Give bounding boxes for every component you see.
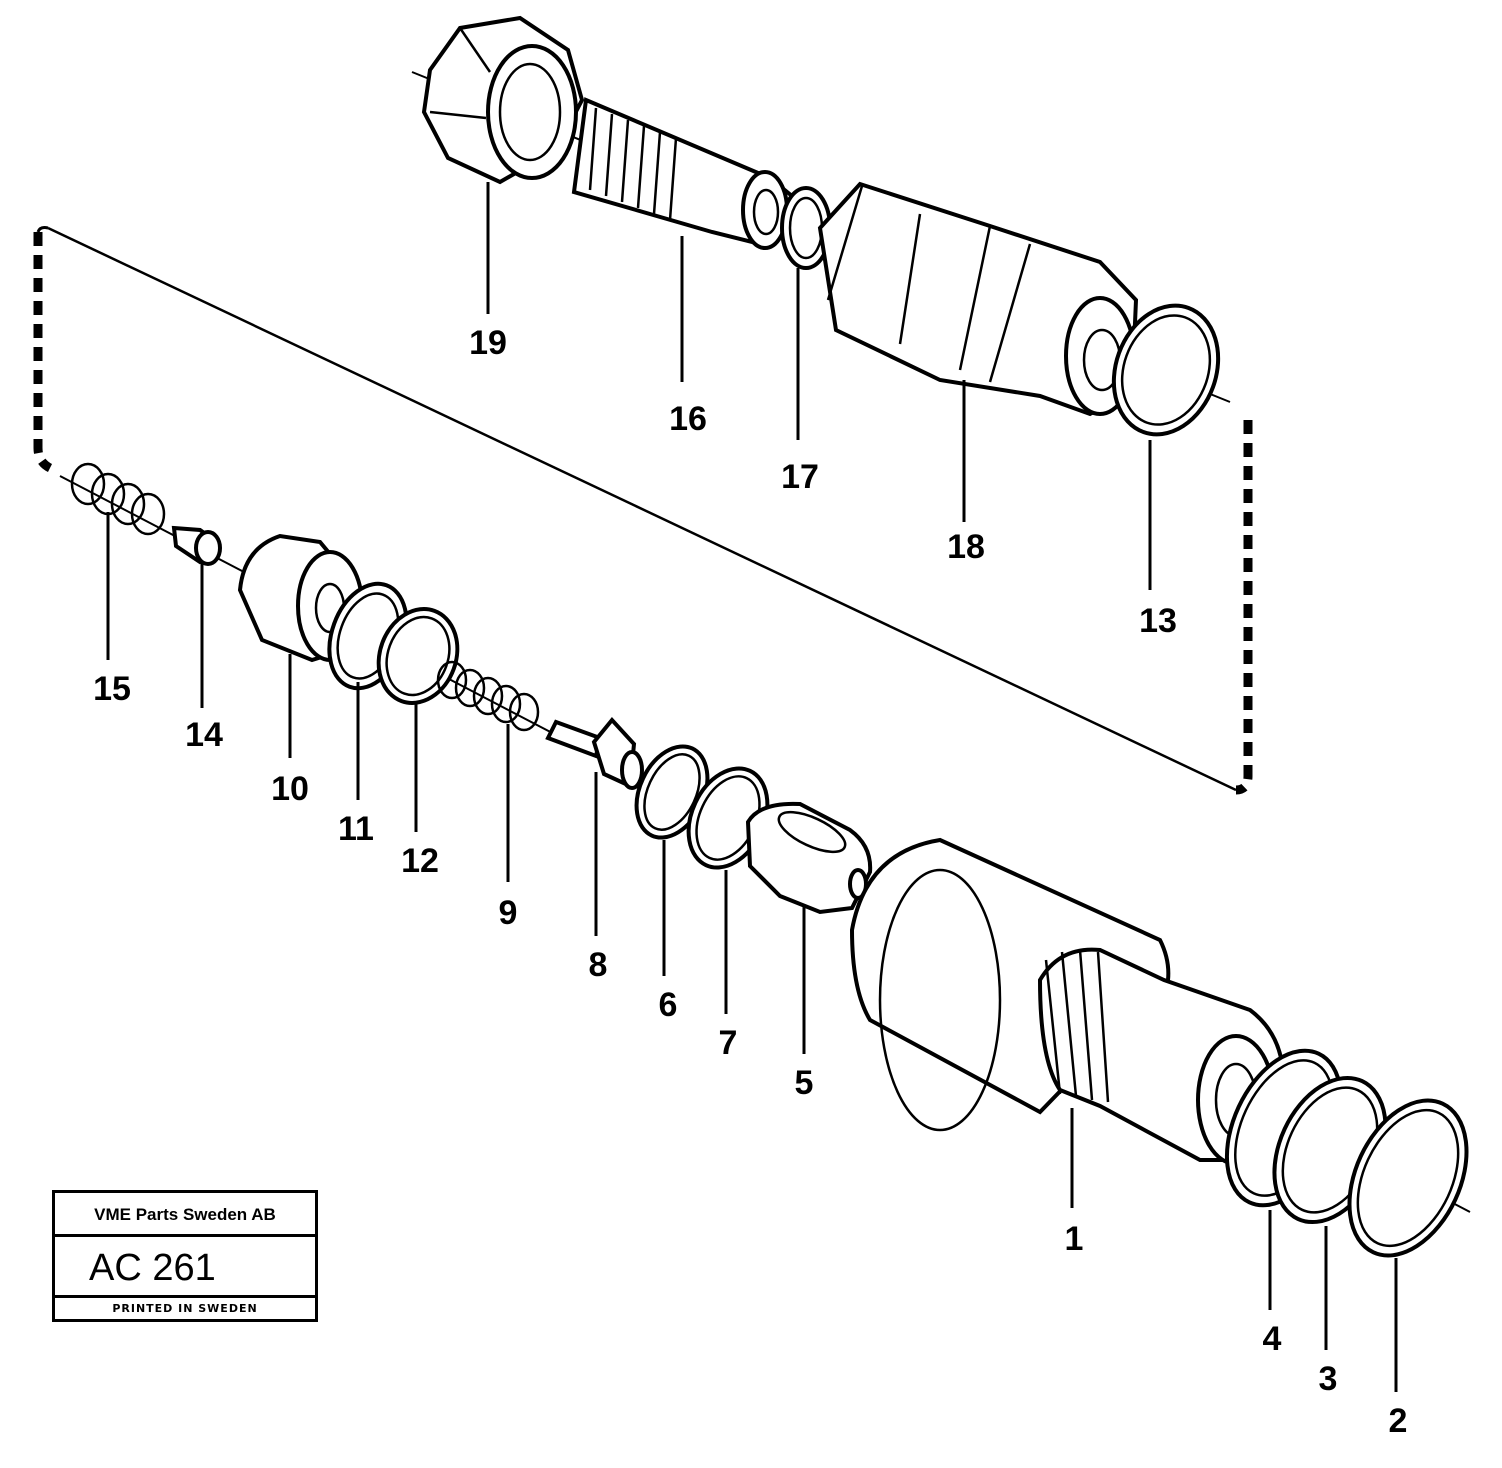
part-label-8: 8: [589, 946, 608, 984]
company-name: VME Parts Sweden AB: [55, 1193, 315, 1237]
part-13-o-ring: [1111, 303, 1221, 437]
part-number-labels: 19 16 17 18 13 15 14 10 11 12 9 8 6 7 5 …: [93, 324, 1407, 1440]
drawing-code: AC 261: [89, 1247, 216, 1289]
part-label-17: 17: [781, 458, 819, 496]
part-label-13: 13: [1139, 602, 1177, 640]
part-14-poppet: [171, 525, 222, 566]
part-label-16: 16: [669, 400, 707, 438]
printed-in-note: PRINTED IN SWEDEN: [55, 1295, 315, 1319]
part-label-1: 1: [1065, 1220, 1084, 1258]
part-label-7: 7: [719, 1024, 738, 1062]
title-block: VME Parts Sweden AB AC 261 PRINTED IN SW…: [52, 1190, 318, 1322]
part-label-3: 3: [1319, 1360, 1338, 1398]
part-label-6: 6: [659, 986, 678, 1024]
part-label-14: 14: [185, 716, 223, 754]
part-label-12: 12: [401, 842, 439, 880]
subassembly-dashed-frame: [33, 226, 1253, 795]
part-5-piston: [745, 801, 873, 915]
part-label-9: 9: [499, 894, 518, 932]
part-2-o-ring: [1347, 1098, 1469, 1258]
leader-lines: [106, 182, 1398, 1392]
part-1-valve-body: [849, 837, 1286, 1166]
part-label-15: 15: [93, 670, 131, 708]
part-15-spring: [70, 462, 166, 536]
part-label-4: 4: [1263, 1320, 1282, 1358]
part-9-spring: [436, 660, 540, 732]
part-18-housing-body: [817, 181, 1139, 417]
part-19-hex-nut: [421, 15, 585, 185]
part-label-10: 10: [271, 770, 309, 808]
part-8-pilot-pin: [545, 716, 644, 790]
part-label-18: 18: [947, 528, 985, 566]
part-label-5: 5: [795, 1064, 814, 1102]
part-16-threaded-connector: [571, 97, 795, 250]
part-label-2: 2: [1389, 1402, 1408, 1440]
part-label-19: 19: [469, 324, 507, 362]
part-label-11: 11: [338, 810, 374, 848]
